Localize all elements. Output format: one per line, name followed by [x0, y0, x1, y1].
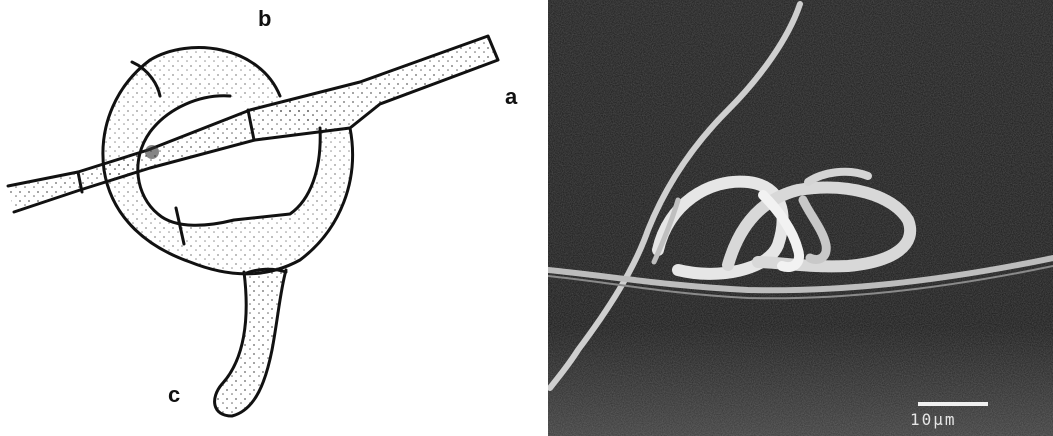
label-c: c — [168, 382, 180, 408]
label-b: b — [258, 6, 271, 32]
hypha-ring-drawing: a b c — [0, 0, 540, 436]
sem-micrograph: 10μm — [548, 0, 1053, 436]
drawing-svg — [0, 0, 540, 436]
label-a: a — [505, 84, 517, 110]
micrograph-svg — [548, 0, 1053, 436]
scale-bar-label: 10μm — [910, 410, 957, 429]
